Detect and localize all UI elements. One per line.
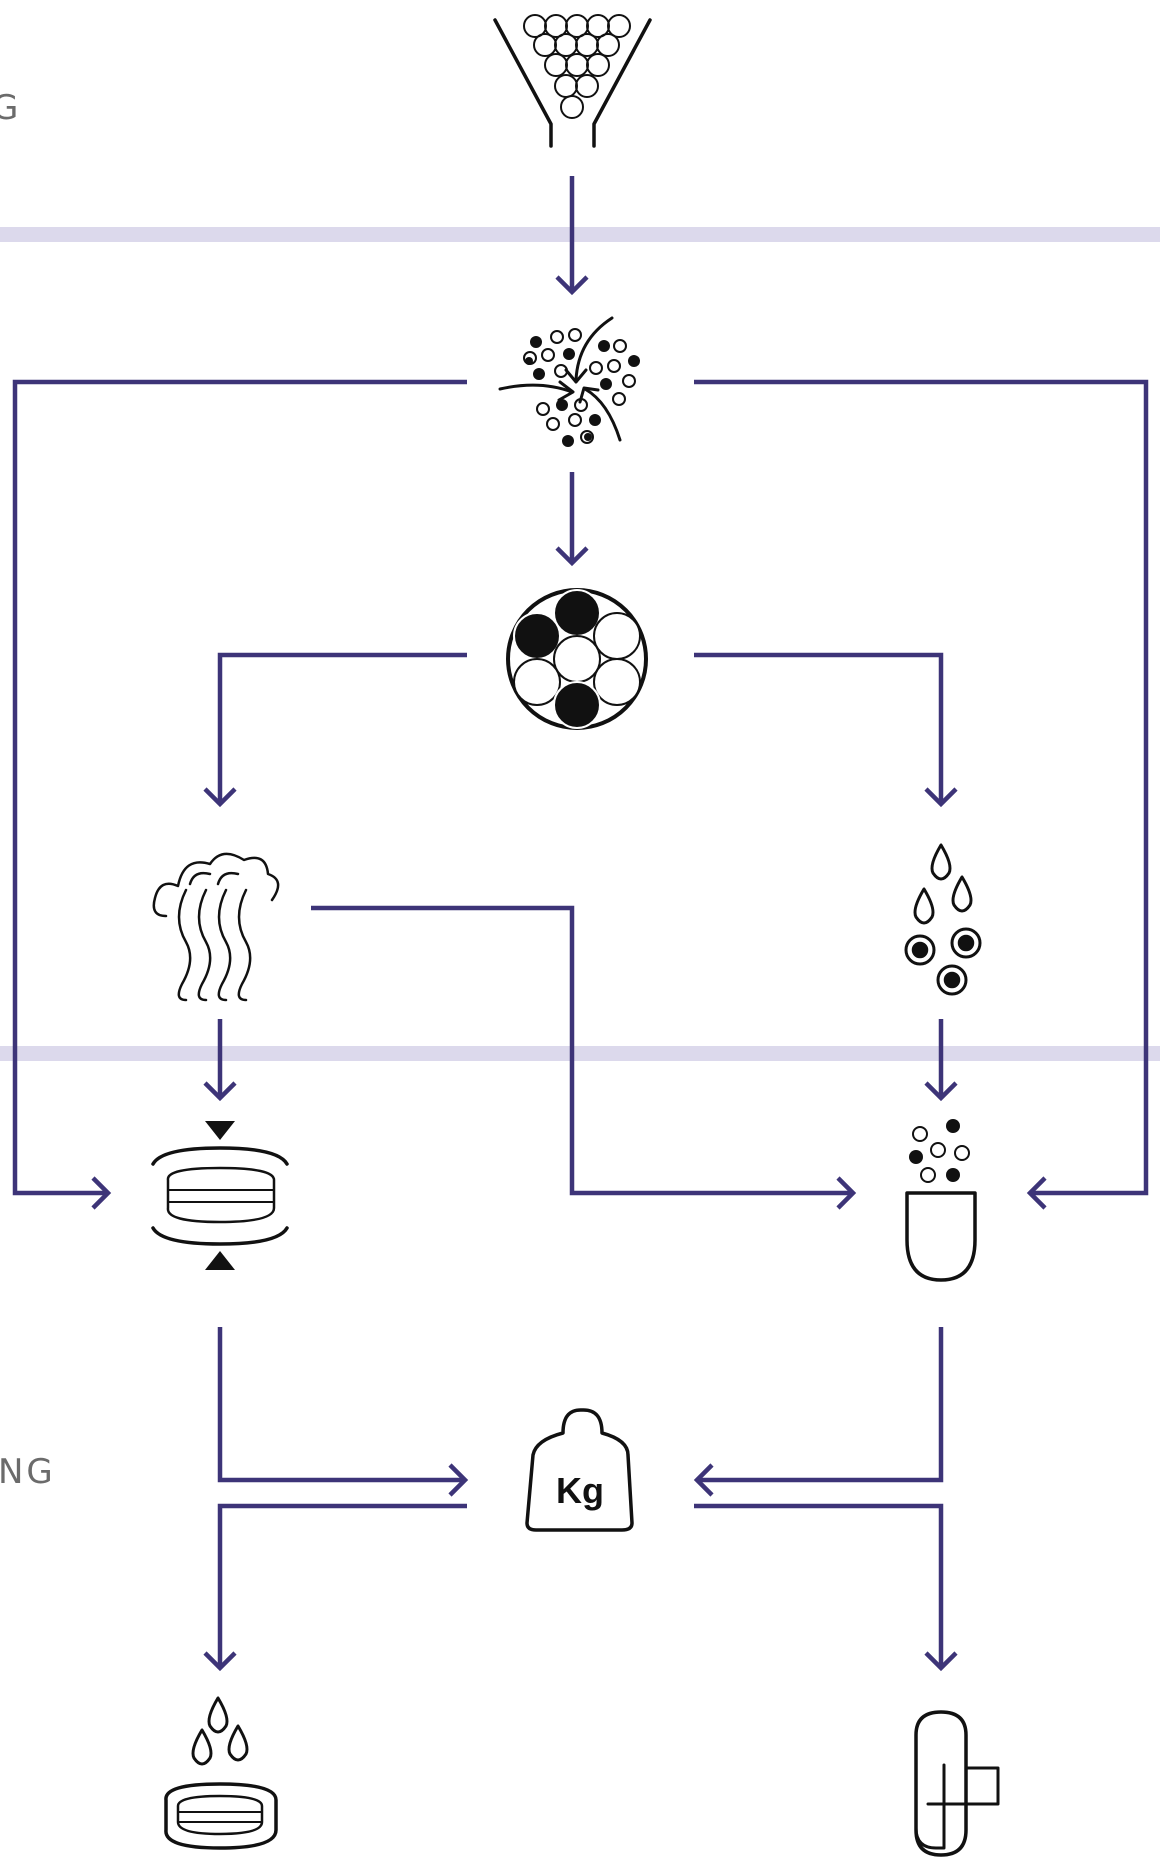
flow-drying-to-capsule — [311, 905, 853, 1196]
flow-mixer-to-capsule — [694, 379, 1149, 1196]
wet-drops-icon — [904, 843, 982, 996]
flow-granulator-to-drying — [217, 652, 467, 804]
flow-granulator-to-drops — [694, 652, 944, 804]
weight-kg-label: Kg — [556, 1470, 604, 1511]
mixing-icon — [498, 316, 640, 447]
arrowhead-mixer-to-press — [91, 1176, 112, 1210]
flow-weigh-to-capsule-final — [694, 1503, 944, 1668]
coated-tablet-icon — [164, 1696, 278, 1850]
arrowhead-granulator-to-drops — [924, 787, 958, 808]
flow-weigh-to-coating — [217, 1503, 467, 1668]
arrowhead-drying-to-capsule — [836, 1176, 857, 1210]
arrowhead-capsule-to-weigh — [693, 1463, 714, 1497]
capsule-icon — [914, 1710, 1000, 1857]
drying-icon — [152, 852, 280, 1002]
tablet-press-icon — [151, 1121, 289, 1270]
phase-band-middle — [0, 1046, 1160, 1061]
funnel-icon — [493, 14, 652, 148]
arrowhead-mixer-to-capsule — [1026, 1176, 1047, 1210]
stage-label-top: G — [0, 88, 22, 128]
flow-lines — [12, 176, 1149, 1672]
flow-mixer-to-press — [12, 379, 467, 1196]
arrowhead-press-to-weigh — [448, 1463, 469, 1497]
flow-capsule-to-weigh — [697, 1327, 944, 1483]
arrowhead-granulator-to-drying — [203, 787, 237, 808]
phase-band-top — [0, 227, 1160, 242]
weight-kg-icon — [525, 1408, 634, 1532]
arrowhead-drops-to-capsule — [924, 1081, 958, 1102]
arrowhead-funnel-to-mixer — [555, 275, 589, 296]
capsule-fill-icon — [905, 1119, 977, 1282]
arrowhead-weigh-to-capsule-final — [924, 1651, 958, 1672]
stage-label-bottom: NG — [0, 1452, 56, 1492]
arrowhead-weigh-to-coating — [203, 1651, 237, 1672]
flow-press-to-weigh — [217, 1327, 465, 1483]
granulation-icon — [506, 588, 648, 730]
arrowhead-mixer-to-granulator — [555, 546, 589, 567]
arrowhead-drying-to-press — [203, 1081, 237, 1102]
